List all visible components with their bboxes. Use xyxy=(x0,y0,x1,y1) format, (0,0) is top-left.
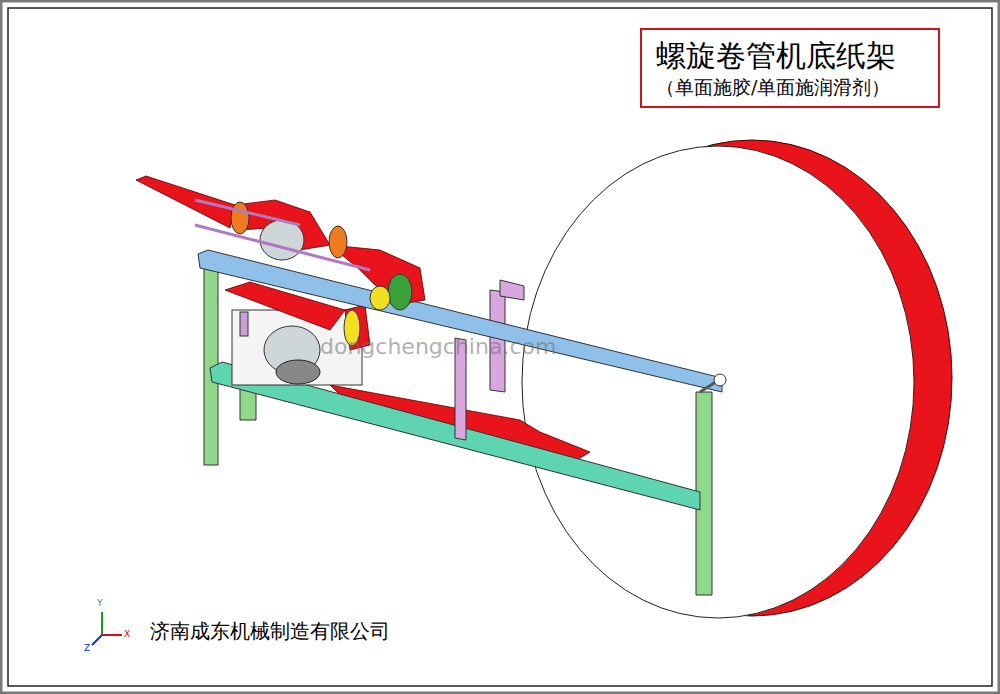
title-text: 螺旋卷管机底纸架 xyxy=(656,36,924,75)
rod xyxy=(195,225,370,270)
title-box: 螺旋卷管机底纸架（单面施胶/单面施润滑剂） xyxy=(640,28,940,108)
motor xyxy=(276,360,320,384)
axis-x xyxy=(102,634,122,636)
roller xyxy=(231,202,249,234)
upper-beam xyxy=(198,250,722,392)
axle-hub xyxy=(714,374,726,386)
roller xyxy=(388,274,412,310)
drum xyxy=(260,220,304,260)
post-cap xyxy=(500,280,524,300)
paper-roll-face xyxy=(522,146,914,618)
axis-y xyxy=(101,612,103,635)
axis-label: Z xyxy=(84,643,90,653)
company-name: 济南成东机械制造有限公司 xyxy=(150,618,390,645)
watermark: dongchengchina.com xyxy=(320,334,556,359)
subtitle-text: （单面施胶/单面施润滑剂） xyxy=(656,75,924,100)
frame-leg xyxy=(204,262,218,465)
axis-label: X xyxy=(124,629,130,639)
roller xyxy=(329,226,347,258)
inner-frame xyxy=(8,8,992,686)
bracket xyxy=(240,312,248,336)
paper-strip xyxy=(136,176,235,228)
roller xyxy=(370,286,390,310)
axis-label: Y xyxy=(97,598,103,608)
rod xyxy=(195,200,300,225)
axis-z xyxy=(92,635,102,645)
